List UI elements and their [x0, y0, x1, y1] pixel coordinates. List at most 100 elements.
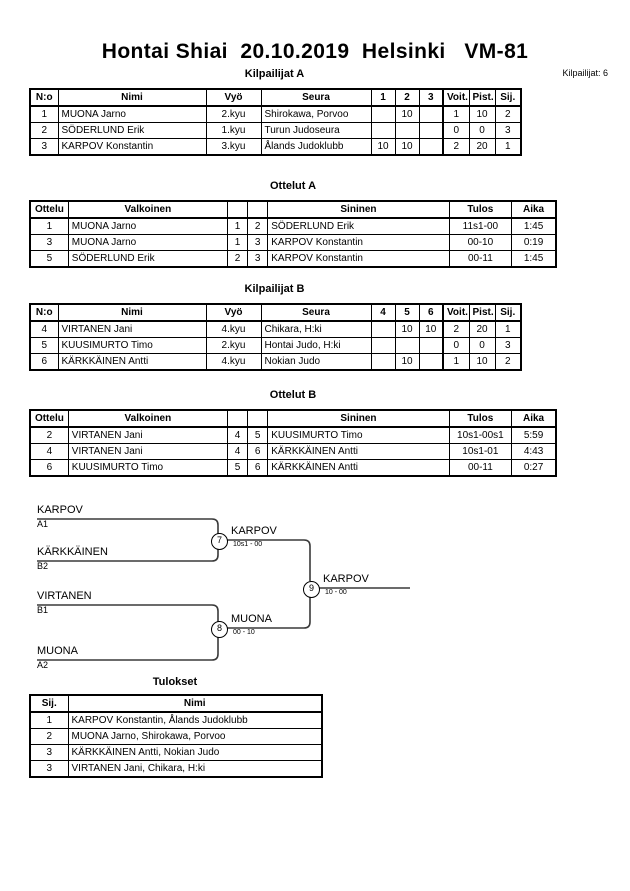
cell-match: 5	[29, 250, 69, 268]
bracket-seed-name-2: KÄRKKÄINEN	[37, 546, 108, 558]
cell-white: MUONA Jarno	[67, 217, 228, 235]
col-header-opp-4: 4	[370, 303, 396, 322]
cell-result: 00-11	[448, 459, 513, 477]
bracket-seed-name-4: MUONA	[37, 645, 78, 657]
col-header-match: Ottelu	[29, 409, 69, 428]
col-header-opp-6: 6	[418, 303, 444, 322]
table-row: 4 VIRTANEN Jani 4.kyu Chikara, H:ki 10 1…	[29, 320, 522, 338]
col-header-white-no	[226, 409, 249, 428]
cell-score-6	[418, 337, 444, 354]
cell-points: 10	[468, 353, 496, 371]
col-header-result: Tulos	[448, 409, 513, 428]
competitors-table-pool-b: N:o Nimi Vyö Seura 4 5 6 Voit. Pist. Sij…	[29, 303, 522, 371]
cell-white-no: 1	[226, 217, 249, 235]
cell-match: 2	[29, 426, 69, 444]
col-header-club: Seura	[260, 303, 372, 322]
bracket-node-8[interactable]: 8	[211, 621, 228, 638]
cell-rank: 1	[494, 138, 522, 156]
bracket-node-7-winner: KARPOV	[231, 525, 277, 537]
bracket-node-9[interactable]: 9	[303, 581, 320, 598]
table-row: 1 MUONA Jarno 1 2 SÖDERLUND Erik 11s1-00…	[29, 217, 557, 235]
competitors-table-pool-a: N:o Nimi Vyö Seura 1 2 3 Voit. Pist. Sij…	[29, 88, 522, 156]
col-header-blue: Sininen	[267, 409, 450, 428]
cell-points: 20	[468, 320, 496, 338]
cell-white-no: 4	[226, 426, 249, 444]
cell-white-no: 1	[226, 234, 249, 251]
col-header-blue-no	[247, 409, 269, 428]
cell-blue: SÖDERLUND Erik	[267, 217, 450, 235]
col-header-no: N:o	[29, 88, 59, 107]
cell-white: VIRTANEN Jani	[67, 426, 228, 444]
cell-match: 4	[29, 443, 69, 460]
cell-belt: 4.kyu	[205, 320, 262, 338]
cell-score-2: 10	[394, 138, 420, 156]
cell-blue-no: 6	[247, 443, 269, 460]
competitor-count-label: Kilpailijat: 6	[562, 68, 608, 78]
cell-result: 11s1-00	[448, 217, 513, 235]
cell-wins: 1	[442, 105, 470, 123]
cell-points: 10	[468, 105, 496, 123]
cell-time: 1:45	[511, 250, 557, 268]
cell-time: 4:43	[511, 443, 557, 460]
cell-rank: 2	[29, 728, 69, 745]
cell-blue: KUUSIMURTO Timo	[267, 426, 450, 444]
page-title: Hontai Shiai 20.10.2019 Helsinki VM-81	[101, 40, 529, 63]
cell-blue: KARPOV Konstantin	[267, 250, 450, 268]
bracket-node-7[interactable]: 7	[211, 533, 228, 550]
cell-blue: KÄRKKÄINEN Antti	[267, 443, 450, 460]
bracket-node-7-score: 10s1 - 00	[233, 541, 263, 548]
cell-rank: 3	[29, 760, 69, 778]
table-header-row: N:o Nimi Vyö Seura 1 2 3 Voit. Pist. Sij…	[29, 88, 522, 107]
cell-white-no: 4	[226, 443, 249, 460]
cell-match: 6	[29, 459, 69, 477]
cell-no: 1	[29, 105, 59, 123]
cell-score-2	[394, 122, 420, 139]
cell-no: 6	[29, 353, 59, 371]
col-header-white: Valkoinen	[67, 200, 228, 219]
table-row: 2 VIRTANEN Jani 4 5 KUUSIMURTO Timo 10s1…	[29, 426, 557, 444]
cell-rank: 1	[494, 320, 522, 338]
bracket-node-8-winner: MUONA	[231, 613, 272, 625]
col-header-rank: Sij.	[494, 303, 522, 322]
col-header-opp-2: 2	[394, 88, 420, 107]
cell-rank: 3	[494, 122, 522, 139]
cell-blue-no: 6	[247, 459, 269, 477]
col-header-blue: Sininen	[267, 200, 450, 219]
col-header-white-no	[226, 200, 249, 219]
matches-table-pool-b: Ottelu Valkoinen Sininen Tulos Aika 2 VI…	[29, 409, 557, 477]
cell-no: 3	[29, 138, 59, 156]
cell-score-5: 10	[394, 353, 420, 371]
cell-name: MUONA Jarno	[57, 105, 207, 123]
cell-white-no: 5	[226, 459, 249, 477]
cell-belt: 1.kyu	[205, 122, 262, 139]
table-row: 6 KUUSIMURTO Timo 5 6 KÄRKKÄINEN Antti 0…	[29, 459, 557, 477]
col-header-name: Nimi	[57, 88, 207, 107]
cell-points: 0	[468, 337, 496, 354]
cell-score-4	[370, 337, 396, 354]
section-caption-competitors-b: Kilpailijat B	[244, 283, 305, 295]
col-header-name: Nimi	[57, 303, 207, 322]
cell-rank: 2	[494, 105, 522, 123]
cell-score-1: 10	[370, 138, 396, 156]
col-header-points: Pist.	[468, 88, 496, 107]
cell-no: 5	[29, 337, 59, 354]
col-header-opp-3: 3	[418, 88, 444, 107]
cell-club: Ålands Judoklubb	[260, 138, 372, 156]
col-header-blue-no	[247, 200, 269, 219]
table-row: 3 VIRTANEN Jani, Chikara, H:ki	[29, 760, 323, 778]
table-row: 3 KARPOV Konstantin 3.kyu Ålands Judoklu…	[29, 138, 522, 156]
col-header-belt: Vyö	[205, 303, 262, 322]
col-header-rank: Sij.	[494, 88, 522, 107]
cell-white: SÖDERLUND Erik	[67, 250, 228, 268]
cell-name: MUONA Jarno, Shirokawa, Porvoo	[67, 728, 323, 745]
cell-belt: 2.kyu	[205, 105, 262, 123]
cell-name: KARPOV Konstantin, Ålands Judoklubb	[67, 711, 323, 729]
cell-score-5	[394, 337, 420, 354]
cell-blue: KÄRKKÄINEN Antti	[267, 459, 450, 477]
bracket-seed-code-4: A2	[37, 660, 49, 670]
cell-blue-no: 3	[247, 234, 269, 251]
col-header-match: Ottelu	[29, 200, 69, 219]
cell-club: Nokian Judo	[260, 353, 372, 371]
tournament-bracket: KARPOV A1 KÄRKKÄINEN B2 VIRTANEN B1 MUON…	[0, 490, 630, 680]
cell-score-3	[418, 138, 444, 156]
